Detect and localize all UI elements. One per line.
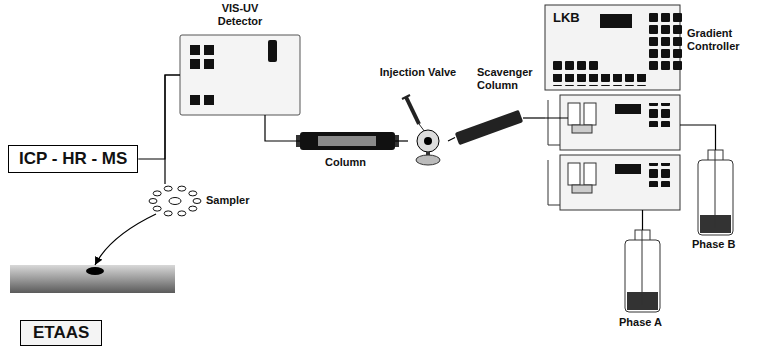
tubing-line [642,210,643,230]
controller-drawing [545,5,682,210]
injection-valve: Injection Valve [408,124,448,158]
tubing-line [95,214,156,265]
hplc-column: Column [300,130,395,152]
phase-b-bottle: Phase B [698,150,733,235]
icp-ms-box: ICP - HR - MS [8,145,138,173]
tubing-line [138,75,180,159]
tubing-line [395,140,408,141]
device-label: Phase A [619,316,662,329]
device-label: Injection Valve [363,66,473,79]
detector-unit: VIS-UV Detector [180,35,300,115]
sampler-carousel: Sampler [150,184,200,218]
graphite-furnace [10,265,175,293]
phase-a-bottle-drawing [625,230,660,312]
tubing-line [165,75,180,184]
box-label: ETAAS [33,323,89,343]
column-drawing [296,132,399,150]
etaas-unit: ETAAS [10,265,175,347]
device-label: Gradient Controller [687,27,751,52]
tubing-line [265,115,300,141]
device-label: Scavenger Column [477,66,543,91]
box-label: ICP - HR - MS [19,149,127,169]
label-box: ETAAS [20,320,102,346]
gradient-controller: LKBGradient Controller [545,5,680,210]
device-label: Column [325,156,366,169]
tubing-line [448,138,455,142]
device-label: VIS-UV Detector [210,2,270,27]
device-label: Phase B [692,238,735,251]
scavenger-drawing [455,110,523,145]
detector-drawing [180,35,300,115]
device-label: Sampler [206,194,249,207]
tubing-line [680,125,716,150]
sampler-vials [149,186,201,216]
tubing-line [523,117,545,118]
phase-b-bottle-drawing [698,150,733,235]
panel-label: LKB [553,11,580,26]
valve-drawing [402,95,440,165]
phase-a-bottle: Phase A [625,230,660,312]
scavenger-column: Scavenger Column [455,110,523,145]
